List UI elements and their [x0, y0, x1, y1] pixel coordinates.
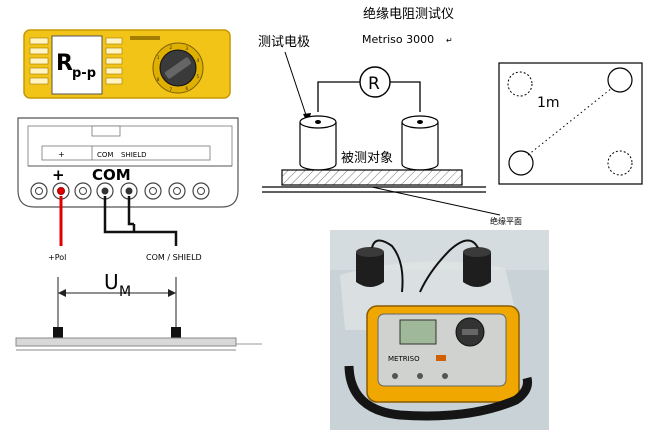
big-com-label: COM — [92, 166, 131, 184]
instrument-label: Metriso 3000 — [362, 33, 434, 46]
device-button — [105, 37, 123, 45]
device-button — [105, 47, 123, 55]
com-shield-label: COM / SHIELD — [146, 253, 202, 262]
electrode-label: 测试电极 — [258, 35, 310, 50]
device-photo: METRISO — [330, 230, 549, 430]
device-display — [51, 35, 103, 95]
photo-electrode-left — [356, 252, 384, 287]
setup-title: 绝缘电阻测试仪 — [363, 6, 454, 22]
com-wire — [103, 196, 178, 246]
panel-slot — [91, 125, 121, 137]
electrode-pointer — [284, 51, 309, 122]
photo-strap — [344, 365, 532, 421]
device-button — [29, 47, 49, 55]
jack-row — [30, 182, 210, 200]
probe-left — [53, 327, 63, 338]
display-title-main: R — [56, 51, 73, 76]
plane-label: 绝缘平面 — [490, 216, 522, 226]
device-button — [105, 77, 123, 85]
small-shield-label: SHIELD — [121, 151, 146, 159]
plane-pointer — [371, 186, 501, 216]
probe-right — [171, 327, 181, 338]
object-label: 被测对象 — [341, 151, 393, 166]
distance-label: 1m — [537, 95, 560, 111]
device-button — [29, 37, 49, 45]
square-frame — [498, 62, 643, 185]
panel-small-label-box — [41, 145, 211, 161]
electrode-right — [401, 122, 439, 171]
wiring-diagram: +Pol COM / SHIELD U M — [15, 196, 262, 351]
electrode-square: 1m — [498, 62, 643, 185]
knob-mark: 4 — [197, 58, 200, 63]
big-plus-label: + — [52, 166, 65, 184]
device-button — [29, 77, 49, 85]
electrode-left — [299, 122, 337, 171]
device-button — [29, 57, 49, 65]
knob-mark: 1 — [157, 55, 160, 60]
display-title-sub: p-p — [72, 66, 96, 81]
device-button — [105, 57, 123, 65]
corner-circle-bl — [508, 150, 534, 176]
photo-electrode-right — [463, 252, 491, 287]
knob-mark: 2 — [170, 45, 173, 50]
device-button — [105, 67, 123, 75]
pol-label: +Pol — [48, 253, 66, 262]
terminal-panel: + COM SHIELD + COM — [17, 117, 239, 208]
photo-brand-text: METRISO — [388, 355, 420, 363]
corner-circle-tr — [607, 67, 633, 93]
measurement-setup: 绝缘电阻测试仪 Metriso 3000 ↵ 测试电极 R 被测对象 绝缘平面 — [258, 6, 522, 226]
knob-mark: 7 — [170, 87, 173, 92]
knob-marks: 1 2 3 4 5 6 7 8 — [157, 45, 200, 92]
test-object-slab — [281, 169, 463, 186]
small-com-label: COM — [97, 151, 113, 159]
knob-mark: 8 — [157, 77, 160, 82]
corner-circle-tl — [507, 71, 533, 97]
floor-surface — [15, 337, 237, 347]
resistor-symbol — [359, 66, 391, 98]
shield-wire — [127, 196, 134, 226]
knob-mark: 5 — [197, 74, 200, 79]
knob-mark: 3 — [186, 46, 189, 51]
device-logo-strip — [130, 36, 160, 40]
device-button — [29, 67, 49, 75]
small-plus-label: + — [58, 150, 65, 159]
resistor-label: R — [368, 74, 380, 94]
instrument-label-mark: ↵ — [446, 36, 453, 45]
knob-mark: 6 — [186, 86, 189, 91]
photo-instrument-display — [399, 319, 437, 345]
um-label-sub: M — [119, 284, 131, 300]
device-illustration: R p-p 1 2 3 4 5 6 7 8 — [23, 29, 231, 99]
panel-outline — [17, 117, 239, 208]
corner-circle-br — [607, 150, 633, 176]
knob-grip — [165, 57, 191, 79]
um-label-base: U — [104, 270, 119, 294]
